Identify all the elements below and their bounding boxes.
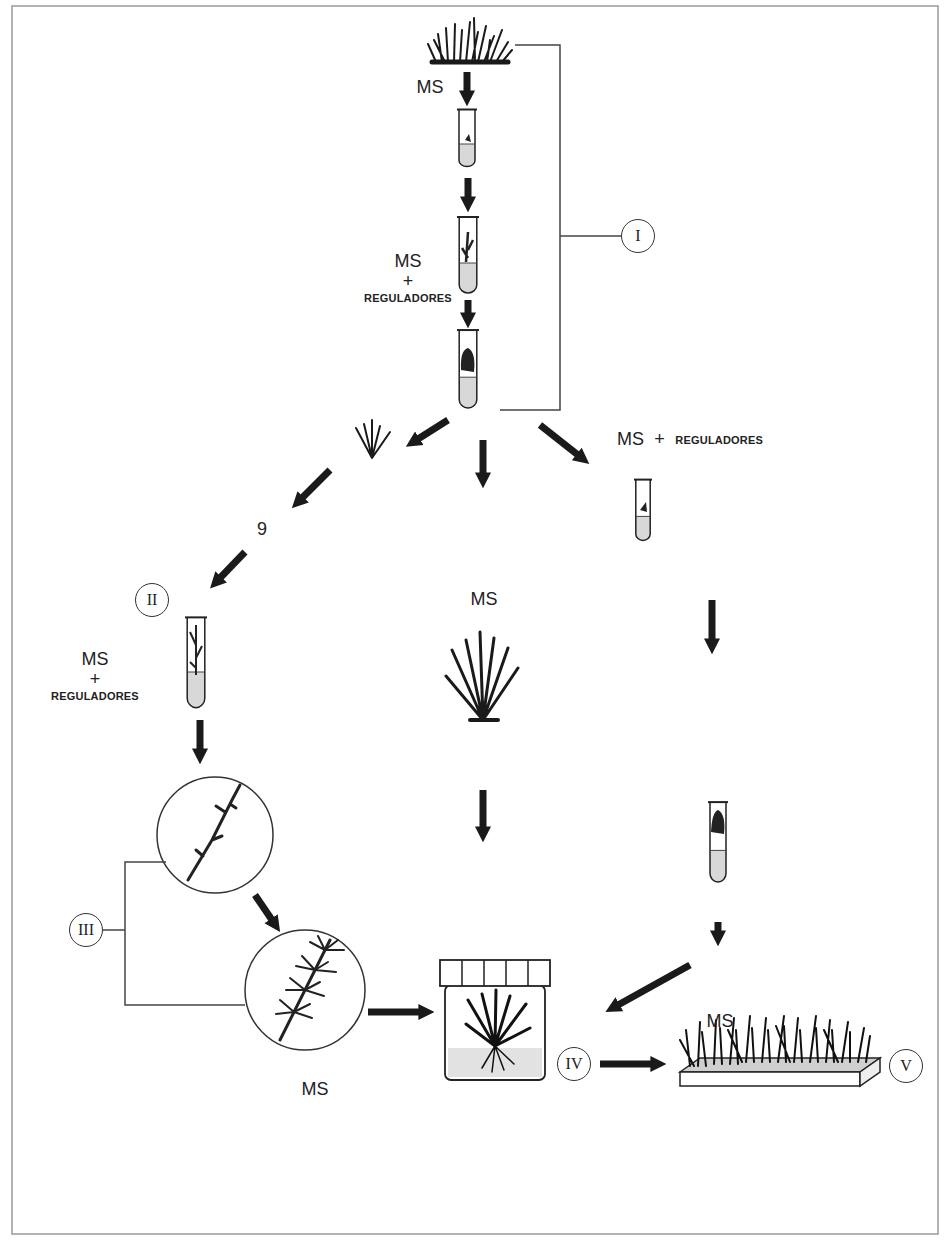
callout-circle: V	[889, 1049, 923, 1083]
bracket	[500, 45, 621, 410]
culture-tube	[457, 330, 479, 408]
medium-label: MS + REGULADORES	[614, 430, 766, 450]
culture-tube	[457, 110, 477, 167]
nodal-segment	[188, 785, 240, 880]
bracket	[103, 862, 245, 1005]
callout-circle: IV	[557, 1047, 591, 1081]
explant	[465, 134, 471, 142]
callout-number: V	[900, 1058, 912, 1074]
magnified-view	[245, 930, 365, 1050]
medium-label: MS + REGULADORES	[364, 252, 452, 304]
callout-number: III	[78, 922, 94, 938]
medium-label: 9	[257, 520, 267, 540]
callout-circle: II	[135, 583, 169, 617]
medium-label: MS	[707, 1012, 734, 1032]
callout-number: IV	[566, 1056, 583, 1072]
culture-tube	[708, 802, 728, 882]
callus	[461, 348, 475, 372]
callout-number: II	[147, 592, 158, 608]
callout-circle: III	[69, 913, 103, 947]
culture-tube	[634, 480, 652, 541]
shoot	[462, 232, 473, 262]
shoot-cluster	[356, 420, 390, 458]
plantlet	[446, 632, 518, 720]
medium-label: MS	[417, 78, 444, 98]
medium-label: MS	[302, 1080, 329, 1100]
callout-number: I	[635, 228, 640, 244]
frame	[12, 6, 938, 1234]
explant	[640, 502, 647, 512]
culture-tube	[185, 617, 207, 707]
culture-tube	[457, 217, 479, 293]
magnified-view	[157, 777, 273, 893]
medium-label: MS	[471, 590, 498, 610]
callus	[711, 810, 724, 834]
arrow	[200, 72, 718, 1064]
callout-circle: I	[621, 219, 655, 253]
elongated-shoot	[190, 625, 202, 675]
multiplied-shoots	[276, 936, 344, 1040]
medium-label: MS + REGULADORES	[51, 650, 139, 702]
donor-plant	[428, 18, 512, 62]
culture-jar	[440, 960, 550, 1080]
